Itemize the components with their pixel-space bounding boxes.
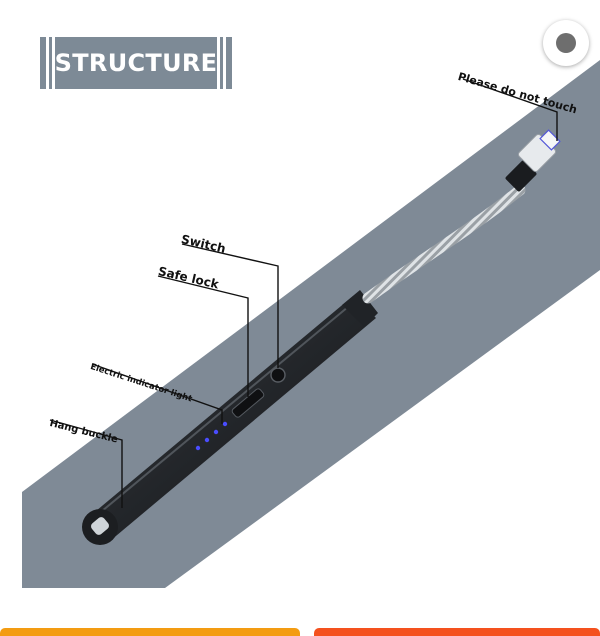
bottom-right-button[interactable] [314, 628, 600, 636]
indicator-lights [195, 421, 228, 451]
nozzle-tip [505, 129, 561, 192]
switch-button [270, 367, 286, 383]
safe-lock-leader [157, 275, 249, 397]
structure-title-box: STRUCTURE [40, 37, 232, 89]
electric-indicator-leader [91, 363, 223, 424]
close-button[interactable] [543, 20, 589, 66]
lighter-head [342, 290, 378, 327]
safe-lock-slider [231, 388, 265, 418]
please-do-not-touch-leader [462, 78, 558, 141]
lighter-body [84, 296, 376, 541]
hang-buckle-ring [82, 509, 118, 545]
page-title: STRUCTURE [54, 49, 218, 77]
close-icon [556, 33, 576, 53]
bottom-left-button[interactable] [0, 628, 300, 636]
hang-buckle-leader [49, 419, 123, 508]
flexible-neck [362, 184, 526, 304]
switch-leader [181, 243, 279, 368]
